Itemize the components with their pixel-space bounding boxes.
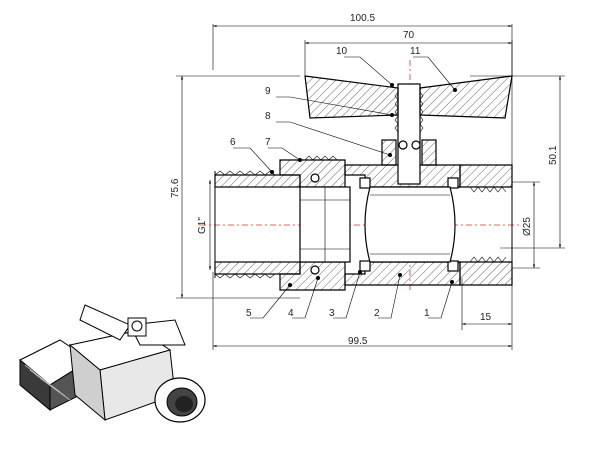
callout-11: 11 <box>410 46 421 57</box>
callout-leaders <box>233 56 456 319</box>
dim-overall-top: 100.5 <box>350 13 375 24</box>
dim-bore-label: Ø25 <box>522 217 533 236</box>
callout-5: 5 <box>246 308 252 319</box>
callout-7: 7 <box>265 137 271 148</box>
valve-section <box>214 75 513 291</box>
callout-1: 1 <box>424 308 430 319</box>
callout-4: 4 <box>288 308 294 319</box>
callout-9: 9 <box>265 86 271 97</box>
ball-valve-3d-icon <box>19 304 206 423</box>
dim-thread-length: 15 <box>480 312 492 323</box>
callout-3: 3 <box>329 308 335 319</box>
callout-8: 8 <box>265 111 271 122</box>
callout-2: 2 <box>374 308 380 319</box>
dim-handle-width: 70 <box>403 30 415 41</box>
dim-height-left: 75.6 <box>170 178 181 198</box>
callout-dots <box>270 83 457 287</box>
callout-6: 6 <box>230 137 236 148</box>
dim-overall-bottom: 99.5 <box>348 336 368 347</box>
callout-10: 10 <box>336 46 348 57</box>
dim-height-right: 50.1 <box>548 145 559 165</box>
